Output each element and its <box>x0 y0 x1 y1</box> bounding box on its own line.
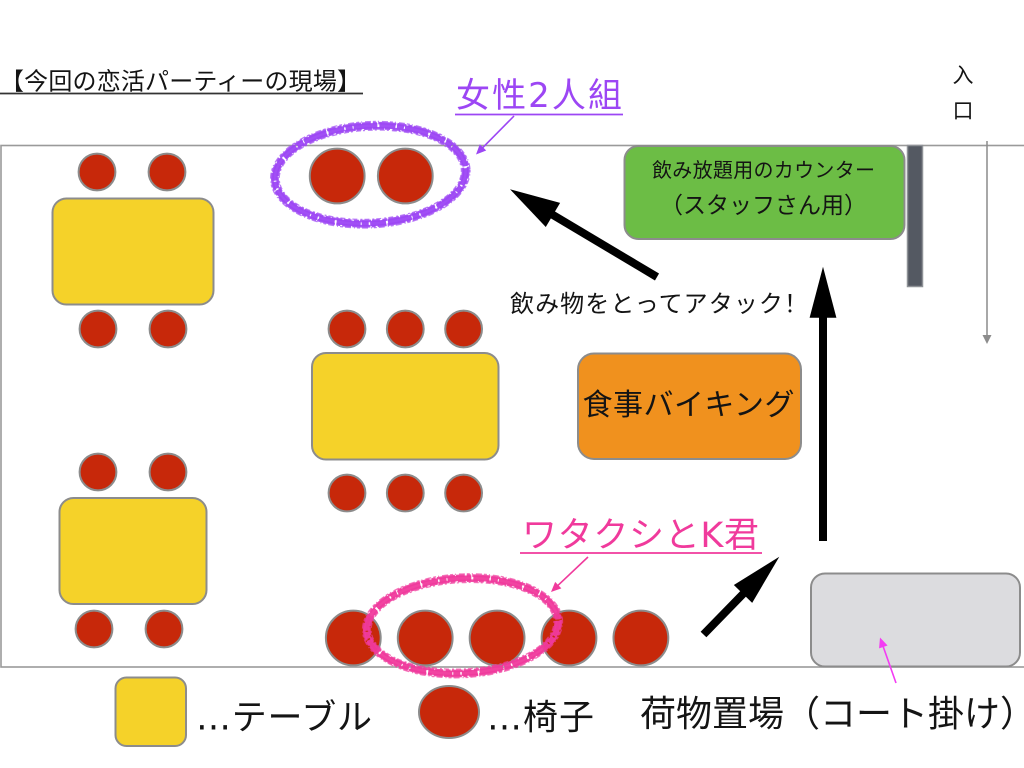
tables <box>51 197 500 605</box>
chair <box>376 147 434 205</box>
women-pair-highlight-ellipse <box>269 120 471 229</box>
crayon-stroke <box>276 127 465 223</box>
route-arrow-toward-women-pair <box>510 189 660 281</box>
legend-chair-swatch <box>418 685 480 739</box>
drink-counter-text: 飲み放題用のカウンター （スタッフさん用） <box>652 158 875 219</box>
arrow-head <box>551 581 562 592</box>
chair <box>78 452 118 492</box>
entrance-label: 入 口 <box>953 64 974 124</box>
entrance-partition <box>906 144 924 288</box>
women-pair-callout-arrow <box>476 115 515 155</box>
arrow-head <box>510 189 561 227</box>
legend-chair-label: …椅子 <box>487 699 594 739</box>
entrance-label-line: 入 <box>953 64 974 88</box>
chair-row-center-table-upper <box>327 309 484 349</box>
table-left-top <box>51 197 215 306</box>
chair <box>144 609 184 649</box>
arrow-shaft <box>481 115 515 149</box>
legend-table-label: …テーブル <box>196 699 372 739</box>
chair <box>385 473 425 513</box>
arrow-head <box>809 266 837 318</box>
chair-row-bottom-wall <box>324 609 670 667</box>
crayon-stroke <box>269 120 471 229</box>
arrow-shaft <box>550 210 660 281</box>
chair <box>74 609 114 649</box>
arrow-head <box>476 144 487 155</box>
chair <box>444 309 484 349</box>
legend-table-swatch <box>114 676 187 747</box>
me-and-k-highlight-ellipse <box>361 573 564 679</box>
chair <box>327 309 367 349</box>
chair <box>396 609 454 667</box>
crayon-stroke <box>370 581 555 670</box>
luggage-area-label: 荷物置場（コート掛け） <box>640 694 1024 735</box>
room-outline <box>0 144 1024 668</box>
chair <box>147 152 187 192</box>
chair <box>77 152 117 192</box>
drink-counter-box <box>623 145 906 240</box>
table-left-bottom <box>58 497 208 605</box>
me-and-k-annotation: ワタクシとK君 <box>361 516 762 679</box>
entrance-label-line: 口 <box>953 99 974 123</box>
buffet-label: 食事バイキング <box>583 388 795 423</box>
chair-row-left-top-table-lower <box>78 309 188 349</box>
chair <box>308 147 366 205</box>
chair-row-women-pair <box>308 147 434 205</box>
luggage-callout-arrow <box>879 637 897 684</box>
arrow-shaft <box>819 316 827 541</box>
chair <box>468 609 526 667</box>
crayon-stroke <box>361 573 564 679</box>
page-title: 【今回の恋活パーティーの現場】 <box>0 68 361 96</box>
women-pair-label: 女性2人組 <box>456 76 622 116</box>
crayon-stroke <box>364 575 561 677</box>
drink-counter-label: 飲み放題用のカウンター <box>652 158 875 182</box>
chair <box>148 452 188 492</box>
chair-row-left-bottom-table-upper <box>78 452 188 492</box>
chairs <box>74 147 670 667</box>
chair <box>78 309 118 349</box>
crayon-stroke <box>362 574 563 678</box>
me-and-k-callout-arrow <box>551 556 589 592</box>
drink-counter-sublabel: （スタッフさん用） <box>660 193 867 219</box>
table-center <box>311 352 500 461</box>
arrow-shaft <box>700 590 747 638</box>
crayon-stroke <box>272 122 469 227</box>
buffet-area: 食事バイキング <box>577 352 802 460</box>
women-pair-annotation: 女性2人組 <box>269 76 623 229</box>
chair <box>327 473 367 513</box>
arrow-head <box>982 335 992 344</box>
chair-row-left-top-table-upper <box>77 152 187 192</box>
crayon-stroke <box>278 129 463 221</box>
chair <box>612 609 670 667</box>
route-arrows <box>510 189 837 638</box>
chair <box>148 309 188 349</box>
route-arrow-toward-drink-counter <box>809 266 837 541</box>
me-and-k-label: ワタクシとK君 <box>522 516 759 556</box>
entrance-arrow <box>982 141 992 344</box>
arrow-head <box>879 637 888 649</box>
legend: …テーブル …椅子 <box>114 676 594 747</box>
chair-row-left-bottom-table-lower <box>74 609 184 649</box>
arrow-shaft <box>986 141 988 336</box>
title-block: 【今回の恋活パーティーの現場】 <box>0 68 363 96</box>
crayon-stroke <box>270 121 470 228</box>
drink-attack-label: 飲み物をとってアタック！ <box>510 290 808 318</box>
chair <box>444 473 484 513</box>
arrow-head <box>733 556 780 603</box>
drink-counter: 飲み放題用のカウンター （スタッフさん用） <box>623 145 906 240</box>
route-arrow-from-seats <box>700 556 780 638</box>
arrow-shaft <box>882 645 897 684</box>
chair <box>385 309 425 349</box>
arrow-shaft <box>556 556 589 587</box>
chair-row-center-table-lower <box>327 473 484 513</box>
luggage-area-box <box>810 572 1021 668</box>
buffet-box <box>577 352 802 460</box>
